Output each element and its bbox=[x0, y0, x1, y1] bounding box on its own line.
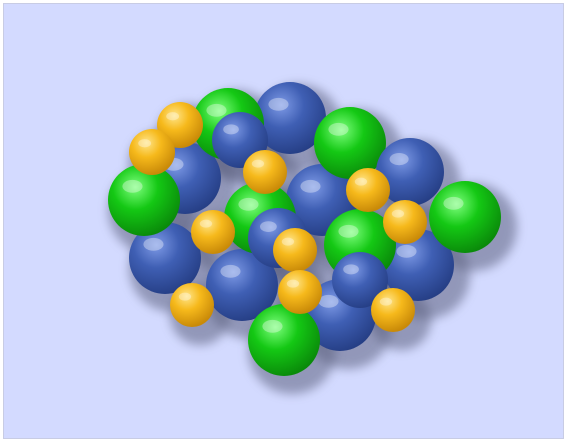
yellow-sphere-highlight bbox=[379, 297, 393, 306]
blue-sphere-highlight bbox=[396, 244, 417, 258]
yellow-sphere-highlight bbox=[166, 112, 180, 121]
yellow-sphere-highlight bbox=[199, 219, 213, 228]
yellow-sphere bbox=[278, 270, 322, 314]
green-sphere bbox=[108, 164, 180, 236]
yellow-sphere bbox=[371, 288, 415, 332]
blue-sphere-highlight bbox=[389, 152, 409, 166]
blue-sphere-highlight bbox=[318, 294, 339, 308]
yellow-sphere-highlight bbox=[354, 177, 368, 186]
blue-sphere-body bbox=[129, 222, 201, 294]
yellow-sphere-body bbox=[278, 270, 322, 314]
yellow-sphere bbox=[243, 150, 287, 194]
sphere-layer bbox=[108, 82, 501, 376]
blue-sphere-body bbox=[254, 82, 326, 154]
yellow-sphere-body bbox=[273, 228, 317, 272]
yellow-sphere-body bbox=[191, 210, 235, 254]
blue-sphere-body bbox=[376, 138, 444, 206]
blue-sphere-highlight bbox=[260, 221, 277, 233]
blue-sphere bbox=[382, 229, 454, 301]
blue-sphere-highlight bbox=[268, 97, 289, 111]
yellow-sphere-highlight bbox=[251, 159, 265, 168]
yellow-sphere-body bbox=[383, 200, 427, 244]
green-sphere bbox=[248, 304, 320, 376]
blue-sphere bbox=[129, 222, 201, 294]
yellow-sphere-body bbox=[371, 288, 415, 332]
yellow-sphere bbox=[129, 129, 175, 175]
yellow-sphere bbox=[191, 210, 235, 254]
blue-sphere-highlight bbox=[220, 264, 241, 278]
green-sphere-body bbox=[429, 181, 501, 253]
yellow-sphere bbox=[170, 283, 214, 327]
green-sphere bbox=[429, 181, 501, 253]
blue-sphere-highlight bbox=[143, 237, 164, 251]
yellow-sphere-highlight bbox=[138, 139, 152, 148]
yellow-sphere bbox=[273, 228, 317, 272]
blue-sphere-highlight bbox=[343, 264, 359, 275]
yellow-sphere-highlight bbox=[281, 237, 295, 246]
green-sphere-highlight bbox=[443, 196, 464, 210]
green-sphere-body bbox=[248, 304, 320, 376]
green-sphere-highlight bbox=[262, 319, 283, 333]
blue-sphere bbox=[254, 82, 326, 154]
yellow-sphere-highlight bbox=[286, 279, 300, 288]
green-sphere-highlight bbox=[206, 103, 227, 117]
yellow-sphere bbox=[383, 200, 427, 244]
yellow-sphere-body bbox=[346, 168, 390, 212]
blue-sphere bbox=[332, 252, 388, 308]
green-sphere bbox=[314, 107, 386, 179]
yellow-sphere-body bbox=[243, 150, 287, 194]
green-sphere-body bbox=[314, 107, 386, 179]
blue-sphere bbox=[376, 138, 444, 206]
yellow-sphere-body bbox=[170, 283, 214, 327]
green-sphere-body bbox=[108, 164, 180, 236]
blue-sphere-highlight bbox=[300, 179, 321, 193]
green-sphere-highlight bbox=[338, 224, 359, 238]
blue-sphere-highlight bbox=[223, 124, 239, 135]
blue-sphere-body bbox=[382, 229, 454, 301]
green-sphere-highlight bbox=[122, 179, 143, 193]
blue-sphere bbox=[206, 249, 278, 321]
yellow-sphere-body bbox=[129, 129, 175, 175]
blue-sphere-body bbox=[332, 252, 388, 308]
yellow-sphere-highlight bbox=[391, 209, 405, 218]
yellow-sphere-highlight bbox=[178, 292, 192, 301]
blue-sphere-body bbox=[206, 249, 278, 321]
yellow-sphere bbox=[346, 168, 390, 212]
green-sphere-highlight bbox=[328, 122, 349, 136]
green-sphere-highlight bbox=[238, 197, 259, 211]
